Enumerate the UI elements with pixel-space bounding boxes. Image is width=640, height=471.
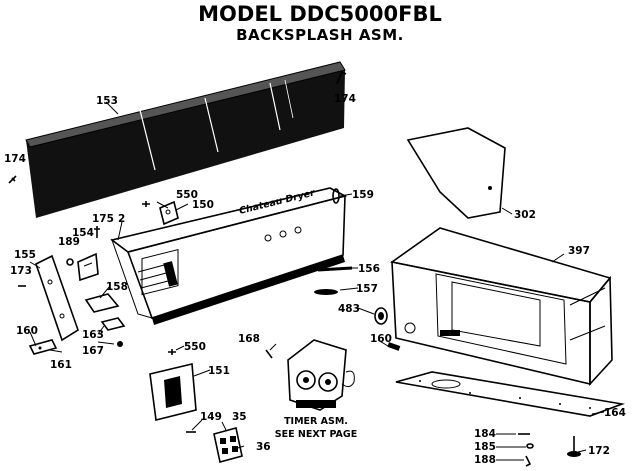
timer-note-line1: TIMER ASM. bbox=[284, 416, 348, 427]
clip-160-right bbox=[387, 342, 401, 351]
label-167: 167 bbox=[82, 345, 104, 357]
plate-151 bbox=[149, 363, 197, 421]
label-173: 173 bbox=[10, 265, 32, 277]
label-163: 163 bbox=[82, 329, 104, 341]
console-2: Chateau Dryer bbox=[110, 187, 348, 325]
timer-note: TIMER ASM. SEE NEXT PAGE bbox=[275, 416, 357, 440]
label-483: 483 bbox=[338, 303, 360, 315]
screw-550-lower bbox=[168, 349, 176, 355]
label-155: 155 bbox=[14, 249, 36, 261]
label-149: 149 bbox=[200, 411, 222, 423]
label-397: 397 bbox=[568, 245, 590, 257]
clip-160-left bbox=[28, 339, 58, 355]
label-153: 153 bbox=[96, 95, 118, 107]
label-151: 151 bbox=[208, 365, 230, 377]
switch-block-35-36 bbox=[213, 427, 243, 463]
leader-lines bbox=[29, 101, 605, 461]
clip-159 bbox=[332, 188, 340, 204]
label-154: 154 bbox=[72, 227, 94, 239]
diagram-title: MODEL DDC5000FBL bbox=[198, 2, 442, 26]
label-156: 156 bbox=[358, 263, 380, 275]
label-157: 157 bbox=[356, 283, 378, 295]
label-175: 175 bbox=[92, 213, 114, 225]
screw-167 bbox=[117, 341, 123, 347]
label-2: 2 bbox=[118, 213, 125, 225]
screw-550-top bbox=[142, 201, 150, 207]
label-174-left: 174 bbox=[4, 153, 26, 165]
bracket-158 bbox=[84, 293, 120, 313]
label-160-left: 160 bbox=[16, 325, 38, 337]
screw-174-right bbox=[336, 70, 347, 85]
end-plate-155 bbox=[35, 254, 79, 342]
label-550-top: 550 bbox=[176, 189, 198, 201]
screw-174-left bbox=[8, 175, 17, 184]
trim-157 bbox=[314, 289, 338, 295]
part-labels: 153 174 174 550 150 159 302 175 2 189 15… bbox=[4, 93, 626, 466]
cabinet-397 bbox=[390, 227, 613, 387]
leveling-leg-172 bbox=[567, 436, 581, 457]
screw-175 bbox=[94, 226, 100, 238]
label-188: 188 bbox=[474, 454, 496, 466]
access-door-302 bbox=[406, 127, 513, 219]
back-panel-153 bbox=[25, 61, 346, 218]
hardware-188 bbox=[525, 455, 532, 467]
label-164: 164 bbox=[604, 407, 626, 419]
label-160-right: 160 bbox=[370, 333, 392, 345]
bracket-150 bbox=[159, 200, 179, 226]
label-168: 168 bbox=[238, 333, 260, 345]
label-158: 158 bbox=[106, 281, 128, 293]
label-189: 189 bbox=[58, 236, 80, 248]
clip-189 bbox=[66, 258, 74, 266]
label-550-lower: 550 bbox=[184, 341, 206, 353]
label-174-right: 174 bbox=[334, 93, 356, 105]
hardware-185 bbox=[526, 443, 534, 449]
label-150: 150 bbox=[192, 199, 214, 211]
label-161: 161 bbox=[50, 359, 72, 371]
clip-163 bbox=[100, 317, 126, 331]
label-302: 302 bbox=[514, 209, 536, 221]
label-172: 172 bbox=[588, 445, 610, 457]
label-184: 184 bbox=[474, 428, 496, 440]
timer-note-line2: SEE NEXT PAGE bbox=[275, 429, 357, 440]
label-35: 35 bbox=[232, 411, 247, 423]
label-185: 185 bbox=[474, 441, 496, 453]
knob-483 bbox=[374, 307, 388, 325]
screw-168 bbox=[265, 349, 273, 359]
diagram-subtitle: BACKSPLASH ASM. bbox=[236, 26, 404, 44]
timer-assembly bbox=[287, 339, 355, 411]
console-script: Chateau Dryer bbox=[238, 187, 317, 217]
label-159: 159 bbox=[352, 189, 374, 201]
bracket-154 bbox=[77, 252, 99, 282]
label-36: 36 bbox=[256, 441, 271, 453]
base-plate-164 bbox=[395, 371, 626, 417]
